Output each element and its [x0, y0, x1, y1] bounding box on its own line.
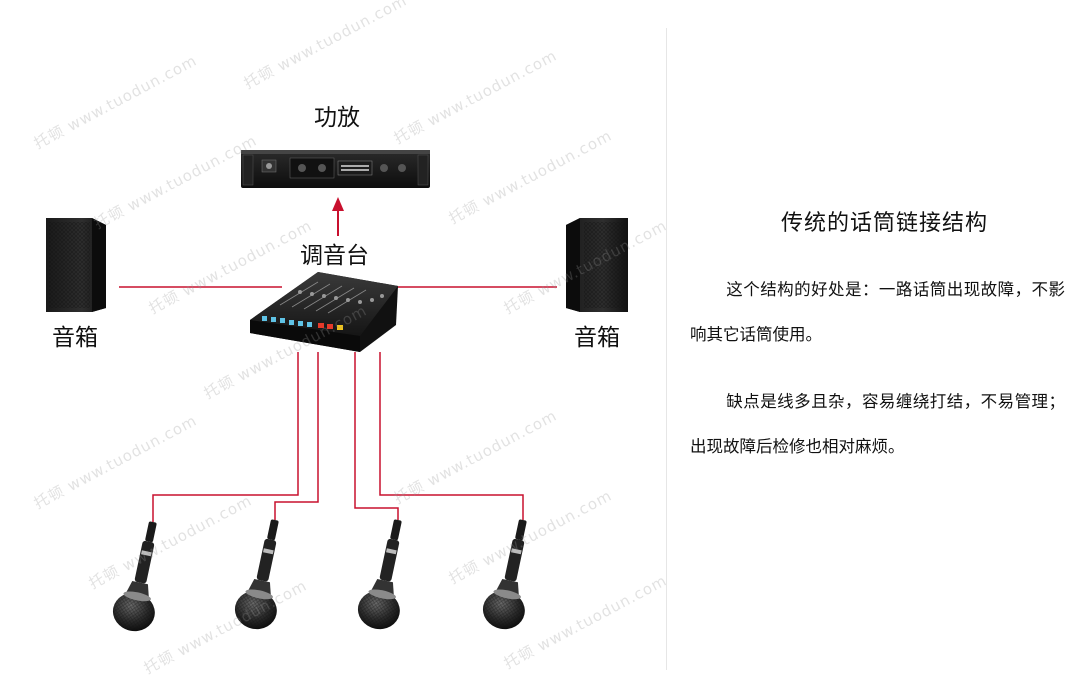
wire-mic-4: [379, 352, 524, 520]
description-panel: 传统的话筒链接结构 这个结构的好处是：一路话筒出现故障，不影响其它话筒使用。 缺…: [690, 205, 1065, 491]
speaker-left-device: [46, 218, 106, 312]
microphone-4: [482, 519, 527, 630]
microphone-1: [112, 521, 157, 632]
amplifier-device: [241, 150, 430, 188]
speaker-right-device: [566, 218, 628, 312]
wires: [119, 209, 557, 522]
microphone-2: [234, 519, 279, 630]
wire-mic-3: [354, 352, 399, 520]
section-divider: [666, 28, 667, 670]
wire-mic-1: [152, 352, 299, 522]
wire-mic-2: [274, 352, 319, 520]
panel-paragraph-advantages: 这个结构的好处是：一路话筒出现故障，不影响其它话筒使用。: [690, 280, 1065, 344]
speaker-right-label: 音箱: [574, 325, 620, 351]
amplifier-label: 功放: [314, 105, 360, 131]
mixer-device: [250, 272, 398, 352]
speaker-left-label: 音箱: [52, 325, 98, 351]
connection-diagram: [46, 150, 628, 632]
panel-title: 传统的话筒链接结构: [780, 211, 988, 236]
arrowhead-icon: [332, 197, 344, 211]
mixer-label: 调音台: [300, 243, 369, 269]
microphone-3: [357, 519, 402, 630]
panel-paragraph-disadvantages: 缺点是线多且杂，容易缠绕打结，不易管理；出现故障后检修也相对麻烦。: [690, 392, 1065, 456]
